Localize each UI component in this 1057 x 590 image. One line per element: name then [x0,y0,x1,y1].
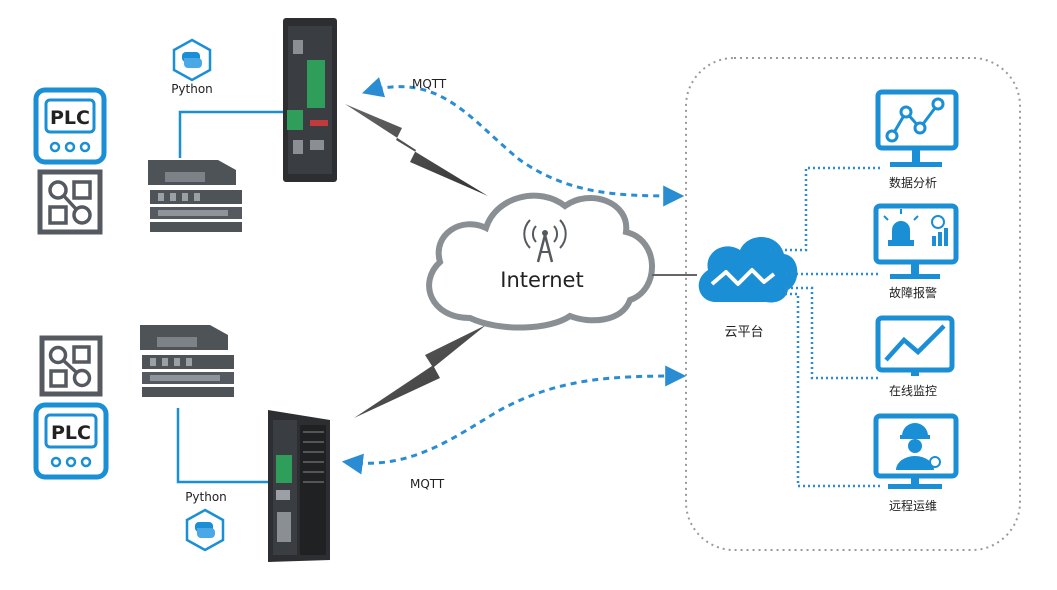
internet-label: Internet [500,268,583,292]
plc-label: PLC [51,422,91,444]
iot-gateway-device [268,410,330,562]
antenna-icon [523,219,567,263]
online-monitor-icon [875,315,955,376]
internet-cloud-icon [426,192,655,331]
service-connectors [770,166,880,488]
industrial-machine-icon [148,160,242,232]
plc-icon [33,402,109,480]
cloud-platform-label: 云平台 [724,325,763,340]
iot-gateway-device [283,18,337,182]
data-analysis-icon [875,89,959,167]
mqtt-label: MQTT [412,77,447,91]
workflow-icon [37,169,103,235]
cloud-platform-icon [698,236,798,303]
remote-maintenance-icon [873,413,959,489]
wireless-bolt-icon [354,325,486,418]
service-label-online-monitor: 在线监控 [889,384,937,398]
plc-gateway-link [176,408,270,484]
wireless-bolt-icon [345,104,488,196]
cloud-platform-boundary [685,57,1021,551]
plc-gateway-link [178,110,285,158]
plc-label: PLC [50,107,90,129]
python-icon [172,38,212,82]
service-label-remote-maintenance: 远程运维 [889,498,937,513]
mqtt-connection-arrow [341,365,687,475]
industrial-machine-icon [140,325,234,397]
mqtt-connection-arrow [361,77,685,207]
python-label: Python [171,82,213,96]
mqtt-label: MQTT [410,477,445,491]
service-label-data-analysis: 数据分析 [889,175,937,190]
plc-icon [33,87,107,165]
service-label-fault-alarm: 故障报警 [889,285,937,300]
python-label: Python [185,490,227,504]
workflow-icon [39,335,103,397]
fault-alarm-icon [873,203,959,279]
python-icon [185,508,225,552]
